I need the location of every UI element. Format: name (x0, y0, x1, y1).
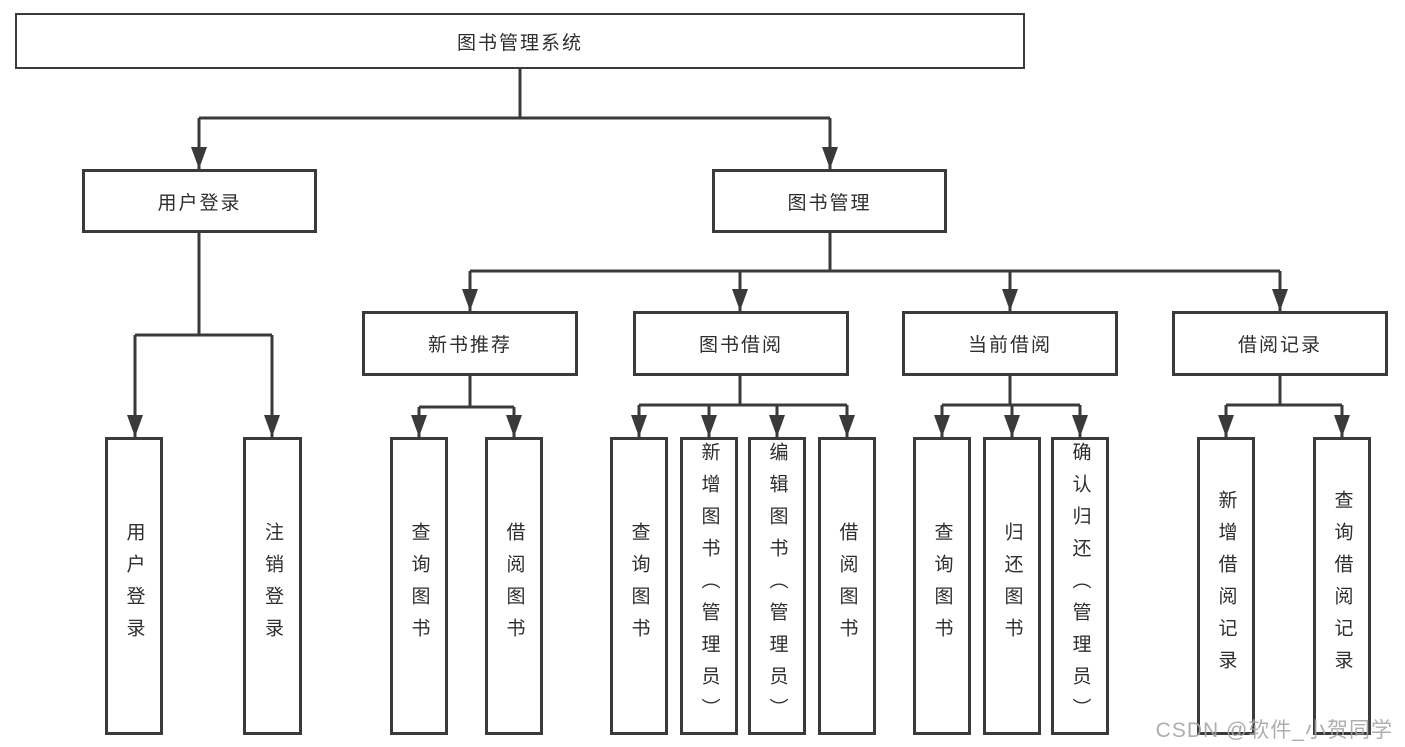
node-book-borrowing-label: 图书借阅 (698, 335, 783, 356)
node-borrowing-records: 借阅记录 (1172, 311, 1388, 376)
leaf-borrow-books-recommend: 借阅图书 (485, 437, 543, 735)
leaf-confirm-return-admin-label: 确认归还（管理员） (1069, 442, 1091, 730)
leaf-query-books-current: 查询图书 (913, 437, 971, 735)
leaf-return-books-label: 归还图书 (1001, 522, 1023, 650)
leaf-borrow-books-recommend-label: 借阅图书 (503, 522, 525, 650)
leaf-borrow-books-label: 借阅图书 (836, 522, 858, 650)
leaf-query-borrow-record: 查询借阅记录 (1313, 437, 1371, 735)
leaf-add-books-admin-label: 新增图书（管理员） (698, 442, 720, 730)
node-book-management-label: 图书管理 (787, 192, 872, 214)
node-new-book-recommendation: 新书推荐 (362, 311, 578, 376)
arrowheads (127, 147, 1350, 437)
node-library-management-system: 图书管理系统 (15, 13, 1025, 69)
leaf-query-books-current-label: 查询图书 (931, 522, 953, 650)
leaf-logout-label: 注销登录 (262, 522, 283, 650)
leaf-add-borrow-record-label: 新增借阅记录 (1215, 490, 1237, 682)
leaf-user-login-label: 用户登录 (123, 522, 145, 650)
leaf-user-login: 用户登录 (105, 437, 163, 735)
node-current-borrowing: 当前借阅 (902, 311, 1118, 376)
leaf-query-books-borrow: 查询图书 (610, 437, 668, 735)
leaf-query-books-recommend: 查询图书 (390, 437, 448, 735)
leaf-query-books-borrow-label: 查询图书 (628, 522, 650, 650)
leaf-add-books-admin: 新增图书（管理员） (680, 437, 738, 735)
node-current-borrowing-label: 当前借阅 (967, 335, 1052, 356)
node-borrowing-records-label: 借阅记录 (1237, 335, 1322, 356)
connector-paths (133, 69, 1344, 437)
node-library-management-system-label: 图书管理系统 (456, 32, 583, 54)
node-book-management: 图书管理 (712, 169, 947, 233)
leaf-query-books-recommend-label: 查询图书 (408, 522, 430, 650)
leaf-borrow-books: 借阅图书 (818, 437, 876, 735)
node-user-login-branch-label: 用户登录 (157, 192, 242, 214)
node-user-login-branch: 用户登录 (82, 169, 317, 233)
node-book-borrowing: 图书借阅 (633, 311, 849, 376)
leaf-edit-books-admin: 编辑图书（管理员） (748, 437, 806, 735)
leaf-confirm-return-admin: 确认归还（管理员） (1051, 437, 1109, 735)
leaf-add-borrow-record: 新增借阅记录 (1197, 437, 1255, 735)
leaf-edit-books-admin-label: 编辑图书（管理员） (766, 442, 788, 730)
csdn-watermark: CSDN @软件_小贺同学 (1155, 719, 1393, 742)
leaf-return-books: 归还图书 (983, 437, 1041, 735)
leaf-query-borrow-record-label: 查询借阅记录 (1331, 490, 1353, 682)
leaf-logout: 注销登录 (243, 437, 302, 735)
node-new-book-recommendation-label: 新书推荐 (427, 335, 512, 356)
